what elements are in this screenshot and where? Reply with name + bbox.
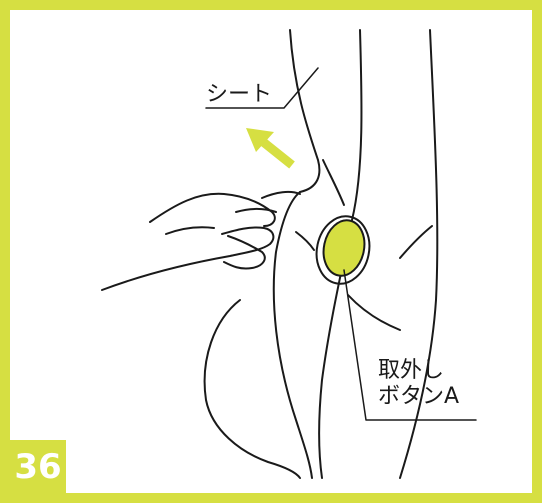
arrow-up-left-icon	[246, 128, 292, 165]
release-button-label: 取外し ボタンA	[378, 358, 459, 411]
seat-left-edge	[290, 30, 319, 192]
hand-outline	[102, 192, 300, 290]
seat-lower-curve	[274, 192, 312, 478]
step-number-badge: 36	[10, 440, 66, 493]
seat-stitch-left	[296, 232, 314, 250]
release-button-label-line2: ボタンA	[378, 384, 459, 410]
seat-stitch-right	[400, 226, 432, 258]
seat-stitch-lower	[348, 295, 400, 330]
seat-lower-bulge	[205, 300, 300, 478]
release-button-label-line1: 取外し	[378, 358, 459, 384]
seat-right-edge	[400, 30, 437, 478]
seat-stitch-upper	[323, 160, 344, 205]
sheet-label: シート	[206, 82, 272, 108]
